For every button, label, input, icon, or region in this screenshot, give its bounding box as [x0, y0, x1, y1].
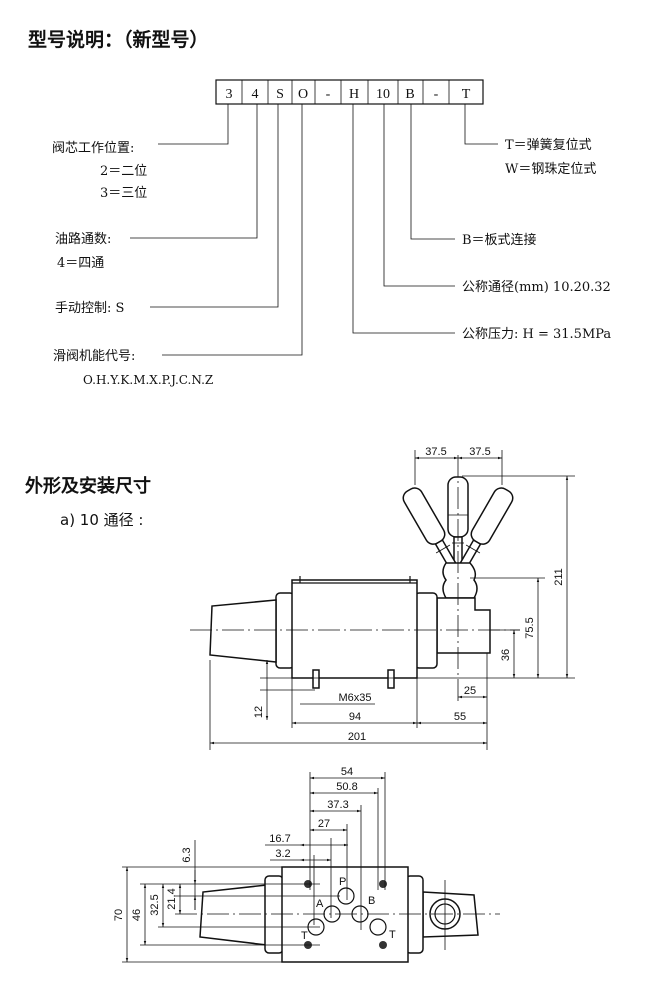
positions-2: 2＝二位: [100, 164, 147, 179]
spool-label: 滑阀机能代号:: [53, 349, 135, 364]
return-spring: T＝弹簧复位式: [505, 137, 592, 153]
dim-screw: M6x35: [338, 692, 371, 704]
dim-w16-7: 16.7: [269, 833, 290, 845]
dim-h46: 46: [131, 909, 143, 921]
dim-height-center: 36: [500, 649, 512, 661]
dim-right-len: 55: [454, 711, 466, 723]
code-cell: 3: [226, 87, 233, 102]
positions-label: 阀芯工作位置:: [52, 141, 134, 156]
code-cell: O: [298, 87, 308, 102]
code-cell: H: [349, 87, 359, 102]
mount-type: B＝板式连接: [462, 232, 537, 248]
dim-w27: 27: [318, 818, 330, 830]
positions-3: 3＝三位: [100, 186, 147, 201]
leader-lines: [130, 104, 498, 356]
code-cell: S: [276, 87, 284, 102]
return-detent: W＝钢珠定位式: [505, 162, 596, 177]
dim-height-top: 75.5: [524, 617, 536, 638]
code-cell: -: [326, 87, 331, 102]
control-label: 手动控制: S: [55, 301, 124, 316]
port-b: B: [368, 895, 375, 907]
port-t1: T: [301, 930, 308, 942]
ways-label: 油路通数:: [55, 231, 111, 247]
dim-total-len: 201: [348, 731, 366, 743]
port-t2: T: [389, 929, 396, 941]
code-cell: 10: [376, 87, 390, 102]
handle-boot: [442, 562, 478, 599]
ways-4: 4＝四通: [57, 256, 104, 271]
dim-body-len: 94: [349, 711, 361, 723]
port-a: A: [316, 898, 324, 910]
dim-w3-2: 3.2: [275, 848, 290, 860]
page-title: 型号说明：（新型号）: [28, 28, 209, 51]
dim-h70: 70: [113, 909, 125, 921]
dim-h32-5: 32.5: [149, 894, 161, 915]
dim-w37-3: 37.3: [327, 799, 348, 811]
top-view-drawing: P A B T T 54 50.8 37.3 27 16.7 3.2: [113, 766, 500, 963]
code-cell: T: [462, 87, 471, 102]
legend-left: 阀芯工作位置: 2＝二位 3＝三位 油路通数: 4＝四通 手动控制: S 滑阀机…: [52, 141, 213, 387]
dim-h21-4: 21.4: [166, 888, 178, 909]
code-cell: -: [434, 87, 439, 102]
nominal-pressure: 公称压力: H = 31.5MPa: [462, 327, 611, 342]
dim-h6-3: 6.3: [181, 847, 193, 862]
side-view-drawing: 37.5 37.5 211 75.5 36 25 55 94 201 M6x35…: [190, 446, 575, 750]
spool-values: O.H.Y.K.M.X.P.J.C.N.Z: [83, 373, 213, 387]
dim-handle-right: 37.5: [469, 446, 490, 458]
dim-handle-left: 37.5: [425, 446, 446, 458]
section-title: 外形及安装尺寸: [25, 475, 151, 497]
port-p: P: [339, 876, 346, 888]
code-cell: 4: [252, 87, 259, 102]
valve-body-top: [281, 866, 409, 963]
valve-body: [291, 579, 418, 679]
code-cell: B: [405, 87, 414, 102]
legend-right: T＝弹簧复位式 W＝钢珠定位式 B＝板式连接 公称通径(mm) 10.20.32…: [462, 137, 611, 342]
nominal-size: 公称通径(mm) 10.20.32: [462, 280, 611, 295]
dim-height-total: 211: [553, 568, 565, 586]
dim-screw-height: 12: [253, 706, 265, 718]
dim-offset-handle: 25: [464, 685, 476, 697]
dim-w50-8: 50.8: [336, 781, 357, 793]
subsection-title: a) 10 通径 :: [60, 511, 144, 529]
handle-right: [458, 487, 514, 570]
model-code-boxes: 3 4 S O - H 10 B - T: [215, 79, 484, 105]
dim-w54: 54: [341, 766, 353, 778]
